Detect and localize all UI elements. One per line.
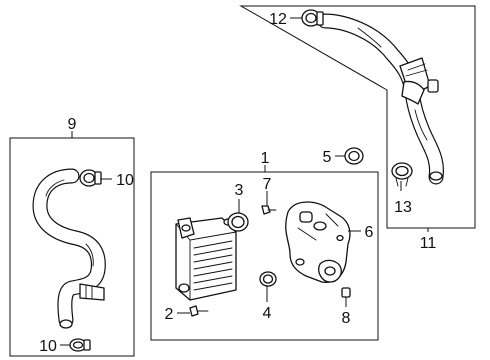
callout-7: 7 [263,176,272,193]
callout-6: 6 [365,224,374,241]
callout-12: 12 [269,11,287,28]
seal-3 [227,212,249,232]
hose-clamp-10-lower [69,338,91,352]
hose-clamp-10-upper [79,169,102,187]
callout-3: 3 [235,182,244,199]
callout-11: 11 [420,235,437,252]
seal-4 [259,271,277,287]
bolt-7 [261,205,277,215]
hose-clamp-12 [301,9,324,27]
sensor-8 [341,287,351,298]
hose-clamp-13 [391,162,413,187]
callout-9: 9 [68,116,77,133]
group-11-frame [239,5,476,229]
clamp-5 [344,147,364,165]
callout-8: 8 [342,310,351,327]
callout-2: 2 [165,306,174,323]
callout-10-upper: 10 [116,172,134,189]
leader-lines [60,17,429,346]
upper-hose [317,13,444,185]
callout-13: 13 [394,199,412,216]
oil-cooler [175,217,237,301]
callout-1: 1 [261,150,270,167]
callout-4: 4 [263,305,272,322]
housing-6 [285,201,351,283]
callout-10-lower: 10 [39,338,57,355]
callout-5: 5 [323,149,332,166]
lower-hose [32,168,106,329]
bolt-2 [189,305,209,317]
